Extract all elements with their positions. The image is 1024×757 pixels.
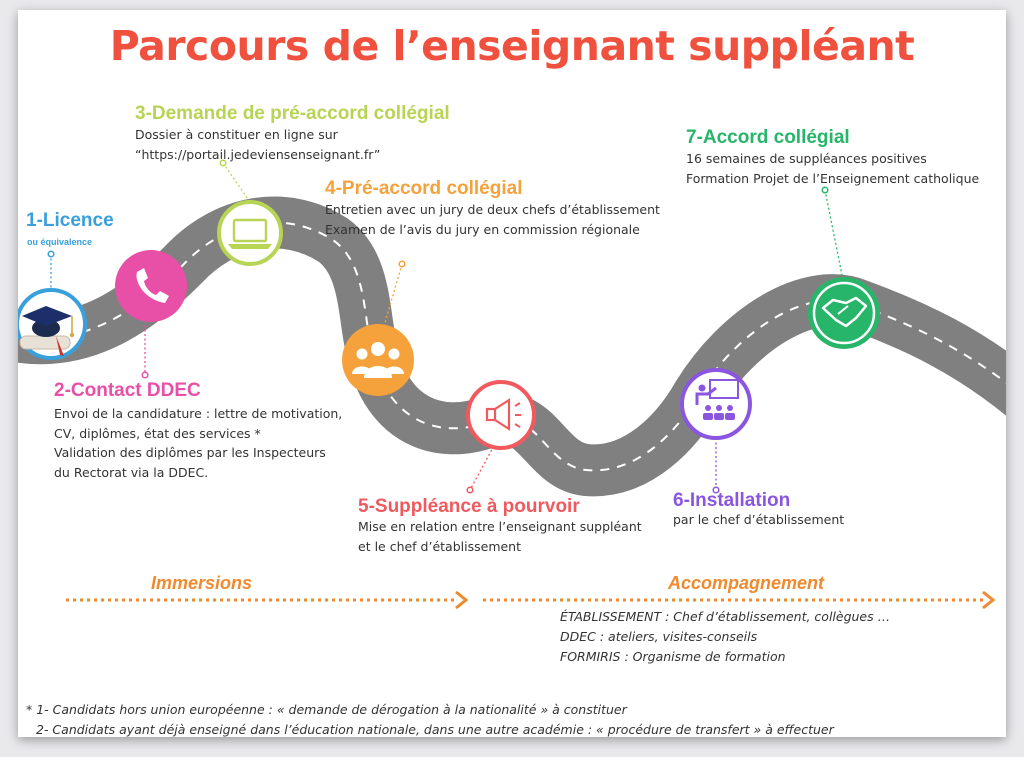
step-7-title: 7-Accord collégial: [686, 127, 850, 148]
step-5-title: 5-Suppléance à pourvoir: [358, 496, 580, 517]
step-1-title: 1-Licence: [26, 210, 114, 231]
connector-7: [824, 189, 844, 281]
step-6-title: 6-Installation: [673, 490, 791, 511]
connector-4: [381, 263, 403, 334]
connector-5: [469, 441, 497, 491]
winding-road: [18, 159, 1006, 610]
step-2-title: 2-Contact DDEC: [54, 380, 201, 401]
graduation-cap-icon: [18, 288, 87, 360]
phone-icon: [115, 250, 187, 322]
laptop-icon: [217, 200, 283, 266]
handshake-icon: [808, 277, 880, 349]
phase-accompagnement: Accompagnement: [668, 573, 825, 593]
step-4-title: 4-Pré-accord collégial: [325, 178, 523, 199]
page-title: Parcours de l’enseignant suppléant: [109, 22, 915, 70]
connector-3: [222, 162, 251, 203]
step-1-subtitle: ou équivalence: [27, 237, 93, 247]
step-5-description: Mise en relation entre l’enseignant supp…: [358, 519, 642, 554]
megaphone-icon: [466, 380, 536, 450]
immersions-arrow: [66, 590, 469, 610]
presentation-icon: [680, 368, 752, 440]
footnote-1: * 1- Candidats hors union européenne : «…: [26, 702, 627, 717]
group-icon: [342, 324, 414, 396]
step-6-description: par le chef d’établissement: [673, 512, 845, 527]
step-2-description: Envoi de la candidature : lettre de moti…: [54, 406, 343, 480]
phase-immersions: Immersions: [151, 573, 253, 593]
step-4-description: Entretien avec un jury de deux chefs d’é…: [325, 202, 660, 237]
step-3-title: 3-Demande de pré-accord collégial: [135, 103, 450, 124]
step-7-description: 16 semaines de suppléances positives For…: [686, 151, 980, 186]
footnote-2: 2- Candidats ayant déjà enseigné dans l’…: [36, 722, 834, 737]
accompagnement-arrow: [483, 590, 996, 610]
infographic-card: Parcours de l’enseignant suppléant 1-Lic…: [18, 10, 1006, 737]
accompagnement-details: ÉTABLISSEMENT : Chef d’établissement, co…: [560, 609, 891, 664]
step-3-description: Dossier à constituer en ligne sur “https…: [135, 127, 381, 162]
